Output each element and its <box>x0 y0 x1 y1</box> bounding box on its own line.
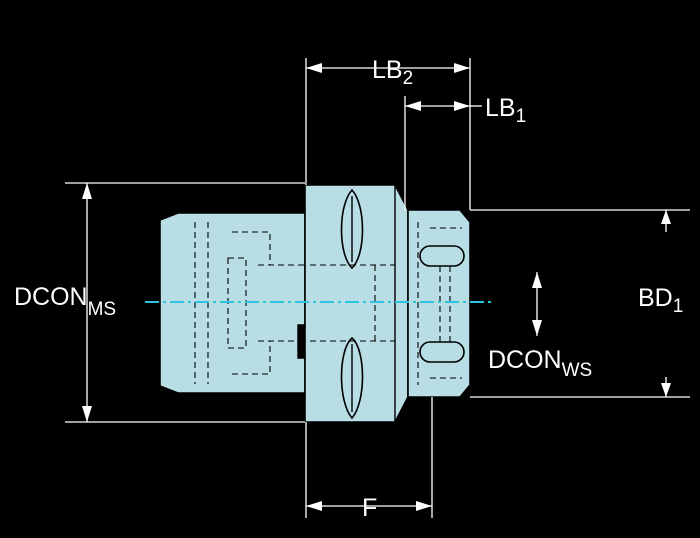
dcon-ms-label: DCONMS <box>14 283 116 320</box>
lb2-label: LB2 <box>372 56 413 89</box>
dcon-ms-dimension <box>82 183 92 422</box>
bd1-dimension <box>661 210 671 397</box>
bd1-label: BD1 <box>638 284 683 317</box>
nut-section <box>407 209 471 398</box>
lb1-dimension <box>405 101 482 111</box>
lb1-label: LB1 <box>485 94 526 127</box>
f-label: F <box>362 494 377 522</box>
lb2-dimension <box>306 63 470 73</box>
dcon-ws-dimension <box>532 272 542 336</box>
f-dimension <box>306 501 432 511</box>
dcon-ws-label: DCONWS <box>488 346 592 381</box>
flange-section <box>304 184 409 423</box>
upper-pin-slot <box>419 245 465 267</box>
lower-pin-slot <box>419 341 465 363</box>
extension-lines <box>65 58 690 518</box>
